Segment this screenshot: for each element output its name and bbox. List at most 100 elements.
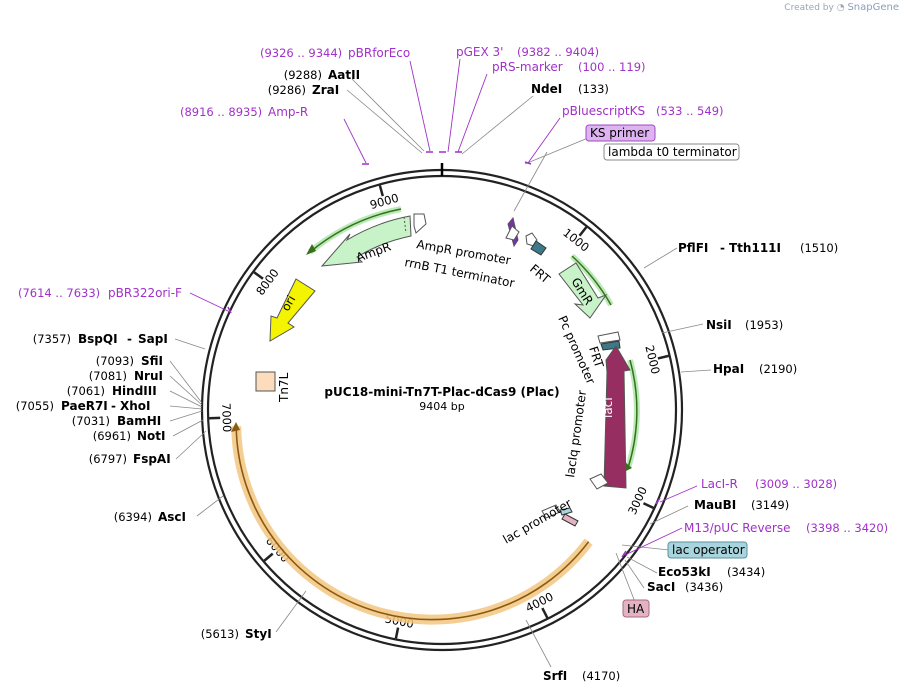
ampr-promoter-arrow[interactable] <box>413 213 427 234</box>
enzyme-hindiii[interactable]: HindIII <box>112 384 157 398</box>
tick-marks <box>209 185 669 639</box>
frt-right-label: FRT <box>586 345 606 371</box>
tick-mark-5000 <box>394 627 400 639</box>
lac-operator-box[interactable] <box>667 541 748 559</box>
tick-label-2000: 2000 <box>642 344 662 376</box>
enzyme-bspqi[interactable]: BspQI <box>78 332 118 346</box>
leader-eco53ki <box>626 556 658 574</box>
primer-line-pbluescriptks <box>527 117 561 164</box>
enzyme-styi-pos: (5613) <box>201 627 239 641</box>
primer-pbrforeco[interactable]: pBRforEco <box>348 46 410 60</box>
enzyme-eco53ki[interactable]: Eco53kI <box>658 565 711 579</box>
enzyme-bamhi[interactable]: BamHI <box>117 414 161 428</box>
ha-mark[interactable] <box>561 513 579 527</box>
tick-label-8000: 8000 <box>253 266 282 298</box>
enzyme-styi[interactable]: StyI <box>245 627 272 641</box>
enzyme-paer7i-pos: (7055) <box>16 399 54 413</box>
leader-nsii <box>661 323 704 334</box>
enzyme-asci[interactable]: AscI <box>158 510 186 524</box>
primer-mark-laci-r <box>655 497 661 505</box>
enzyme-ndei[interactable]: NdeI <box>531 82 562 96</box>
tick-mark-6000 <box>263 552 274 562</box>
ampr-arrow[interactable] <box>320 215 412 267</box>
enzyme-noti-pos: (6961) <box>93 429 131 443</box>
enzyme-sapi[interactable]: SapI <box>138 332 168 346</box>
enzyme-nrui[interactable]: NruI <box>134 369 163 383</box>
ha-box[interactable] <box>622 599 650 618</box>
tn7l-box[interactable] <box>255 371 276 392</box>
leader-hpai <box>680 369 712 373</box>
enzyme-eco53ki-pos: (3434) <box>727 565 765 579</box>
enzyme-hpai[interactable]: HpaI <box>713 362 744 376</box>
plasmid-name: pUC18-mini-Tn7T-Plac-dCas9 (Plac) <box>324 385 559 399</box>
lac-promoter-arrow[interactable] <box>541 504 561 519</box>
gmr-arrow[interactable] <box>558 262 608 319</box>
primer-prs-marker[interactable]: pRS-marker <box>492 60 563 74</box>
enzyme-bspqi-sep: - <box>127 332 132 346</box>
primer-amp-r[interactable]: Amp-R <box>268 105 308 119</box>
leader-pflfi <box>643 247 678 269</box>
tick-mark-8000 <box>253 271 264 280</box>
enzyme-fspai[interactable]: FspAI <box>133 452 171 466</box>
enzyme-nsii[interactable]: NsiI <box>706 318 732 332</box>
primer-line-amp-r <box>343 118 367 164</box>
laciq-promoter-arrow[interactable] <box>589 473 609 490</box>
enzyme-pflfi-sep: - <box>720 241 725 255</box>
enzyme-asci-pos: (6394) <box>114 510 152 524</box>
ori-arrow[interactable] <box>269 278 316 342</box>
lac-operator-mark[interactable] <box>559 507 573 516</box>
rrnb-terminator-arrow[interactable] <box>505 225 520 241</box>
dcas9-arc <box>235 426 590 621</box>
enzyme-noti[interactable]: NotI <box>137 429 166 443</box>
enzyme-bamhi-pos: (7031) <box>72 414 110 428</box>
plasmid-length: 9404 bp <box>419 400 464 413</box>
enzyme-tth111i[interactable]: Tth111I <box>729 241 781 255</box>
primer-labels: (9326 .. 9344) pBRforEco pGEX 3' (9382 .… <box>18 45 888 535</box>
primer-pgex3[interactable]: pGEX 3' <box>456 45 503 59</box>
enzyme-srfi-pos: (4170) <box>582 669 620 683</box>
enzyme-fspai-pos: (6797) <box>89 452 127 466</box>
credit-prefix: Created by <box>784 3 834 13</box>
enzyme-nrui-pos: (7081) <box>89 369 127 383</box>
tick-mark-3000 <box>642 502 654 510</box>
leader-xhoi <box>169 405 203 410</box>
enzyme-sfii[interactable]: SfiI <box>141 354 163 368</box>
primer-pbluescriptks[interactable]: pBluescriptKS <box>562 104 645 118</box>
enzyme-maubi[interactable]: MauBI <box>694 498 736 512</box>
enzyme-aatii[interactable]: AatII <box>328 68 360 82</box>
enzyme-saci[interactable]: SacI <box>647 580 675 594</box>
lambda-t0-box[interactable] <box>603 143 740 161</box>
leader-ndei <box>461 95 534 155</box>
leader-bspqi <box>174 338 206 350</box>
leader-maubi <box>649 505 689 525</box>
lambda-t0-label: lambda t0 terminator <box>608 145 737 159</box>
primer-pbr322ori-pos: (7614 .. 7633) <box>18 286 100 300</box>
leader-hindiii <box>169 390 203 408</box>
leader-zrai <box>346 89 423 154</box>
primer-pbrforeco-pos: (9326 .. 9344) <box>260 46 342 60</box>
primer-line-laci-r <box>659 485 698 503</box>
primer-laci-r[interactable]: LacI-R <box>701 477 738 491</box>
leader-lac-operator <box>621 544 670 551</box>
frt-top-label: FRT <box>527 262 553 287</box>
enzyme-xhoi[interactable]: XhoI <box>120 399 151 413</box>
enzyme-paer7i-sep: - <box>111 399 116 413</box>
frt-top[interactable] <box>530 240 547 256</box>
leader-lambda-t0 <box>513 151 548 212</box>
frt-right-outline[interactable] <box>597 331 621 344</box>
enzyme-zrai[interactable]: ZraI <box>312 83 339 97</box>
credit-brand: SnapGene <box>847 2 899 13</box>
lac-promoter-label: lac promoter <box>501 496 575 547</box>
enzyme-paer7i[interactable]: PaeR7I <box>61 399 108 413</box>
enzyme-pflfi[interactable]: PflFI <box>678 241 708 255</box>
primer-line-pgex3 <box>447 58 461 153</box>
tick-label-1000: 1000 <box>560 225 592 254</box>
tick-label-3000: 3000 <box>625 484 650 516</box>
laci-arrow[interactable] <box>603 345 631 489</box>
leader-ha <box>615 552 636 603</box>
primer-m13-reverse[interactable]: M13/pUC Reverse <box>684 521 791 535</box>
primer-pbr322ori[interactable]: pBR322ori-F <box>108 286 182 300</box>
enzyme-srfi[interactable]: SrfI <box>543 669 567 683</box>
enzyme-zrai-pos: (9286) <box>268 83 306 97</box>
ks-primer-box[interactable] <box>585 124 656 142</box>
